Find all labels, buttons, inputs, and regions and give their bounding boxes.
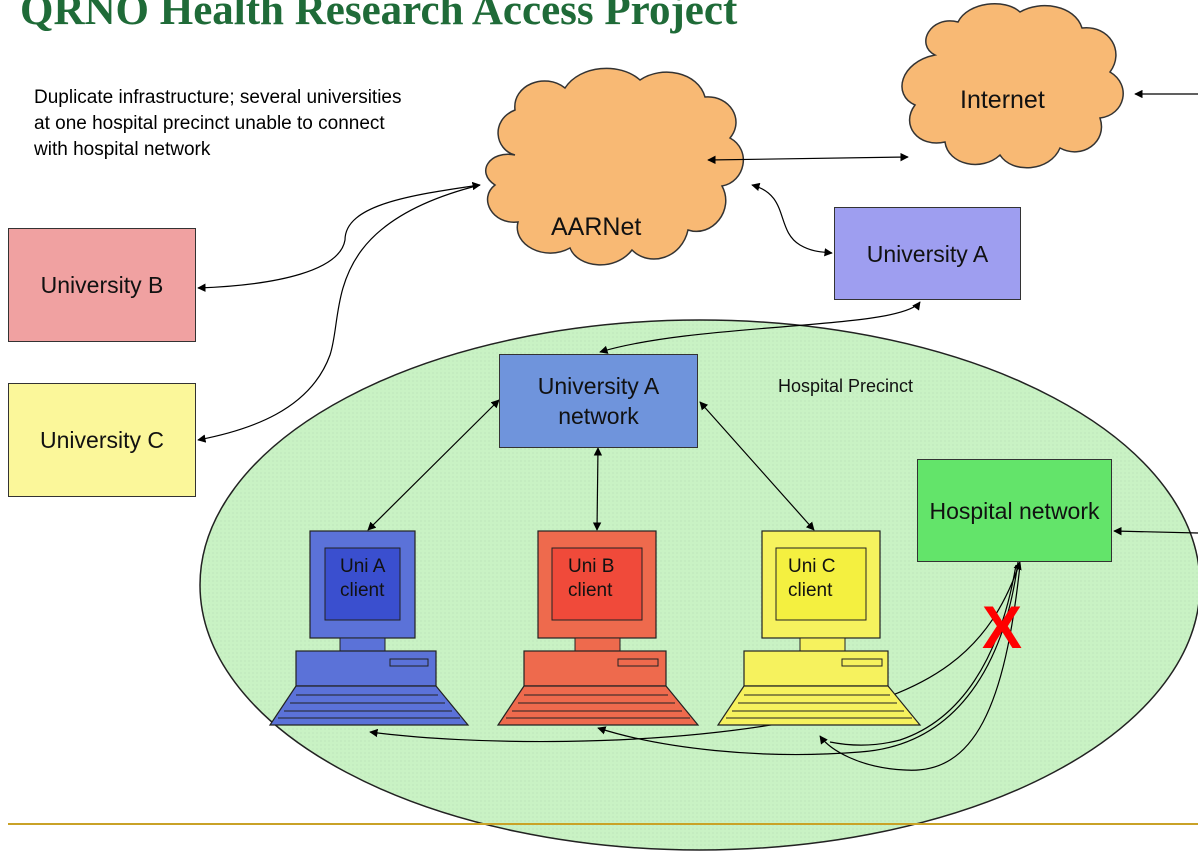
computer-client-a: [268, 530, 470, 726]
link-aarnet-university-a: [751, 182, 833, 257]
computer-client-c: [716, 530, 922, 726]
link-external-hospital: [1113, 526, 1198, 536]
aarnet-label: AARNet: [551, 213, 642, 241]
link-aarnet-university-b: [197, 181, 481, 292]
hospital-network-label: Hospital network: [929, 497, 1100, 524]
internet-label: Internet: [960, 86, 1045, 114]
blocked-connection-marker: X: [982, 594, 1023, 661]
blocked-link-client-b: [597, 561, 1019, 756]
internet-cloud: [901, 3, 1124, 169]
university-a-network-node: University A network: [499, 354, 698, 448]
university-c-node: University C: [8, 383, 196, 497]
link-aarnet-university-c: [197, 184, 481, 443]
link-network-client-b: [592, 447, 603, 531]
link-university-a-to-network: [599, 301, 921, 354]
client-b-label: Uni B client: [568, 556, 615, 601]
university-a-network-label: University A network: [537, 373, 660, 429]
university-a-node: University A: [834, 207, 1021, 300]
university-b-label: University B: [40, 272, 164, 298]
infrastructure-note: Duplicate infrastructure; several univer…: [34, 87, 402, 160]
aarnet-cloud: [485, 67, 745, 266]
blocked-link-client-c: [819, 564, 1021, 771]
link-network-client-a: [367, 399, 500, 531]
computer-client-b: [496, 530, 700, 726]
hospital-precinct-label: Hospital Precinct: [778, 376, 914, 396]
client-a-label: Uni A client: [340, 556, 385, 601]
client-c-label: Uni C client: [788, 556, 836, 601]
hospital-network-node: Hospital network: [917, 459, 1112, 562]
page-title: QRNO Health Research Access Project: [20, 0, 738, 34]
university-c-label: University C: [40, 427, 164, 453]
link-network-client-c: [699, 401, 815, 531]
university-b-node: University B: [8, 228, 196, 342]
university-a-label: University A: [866, 240, 989, 267]
link-aarnet-internet: [707, 152, 909, 165]
